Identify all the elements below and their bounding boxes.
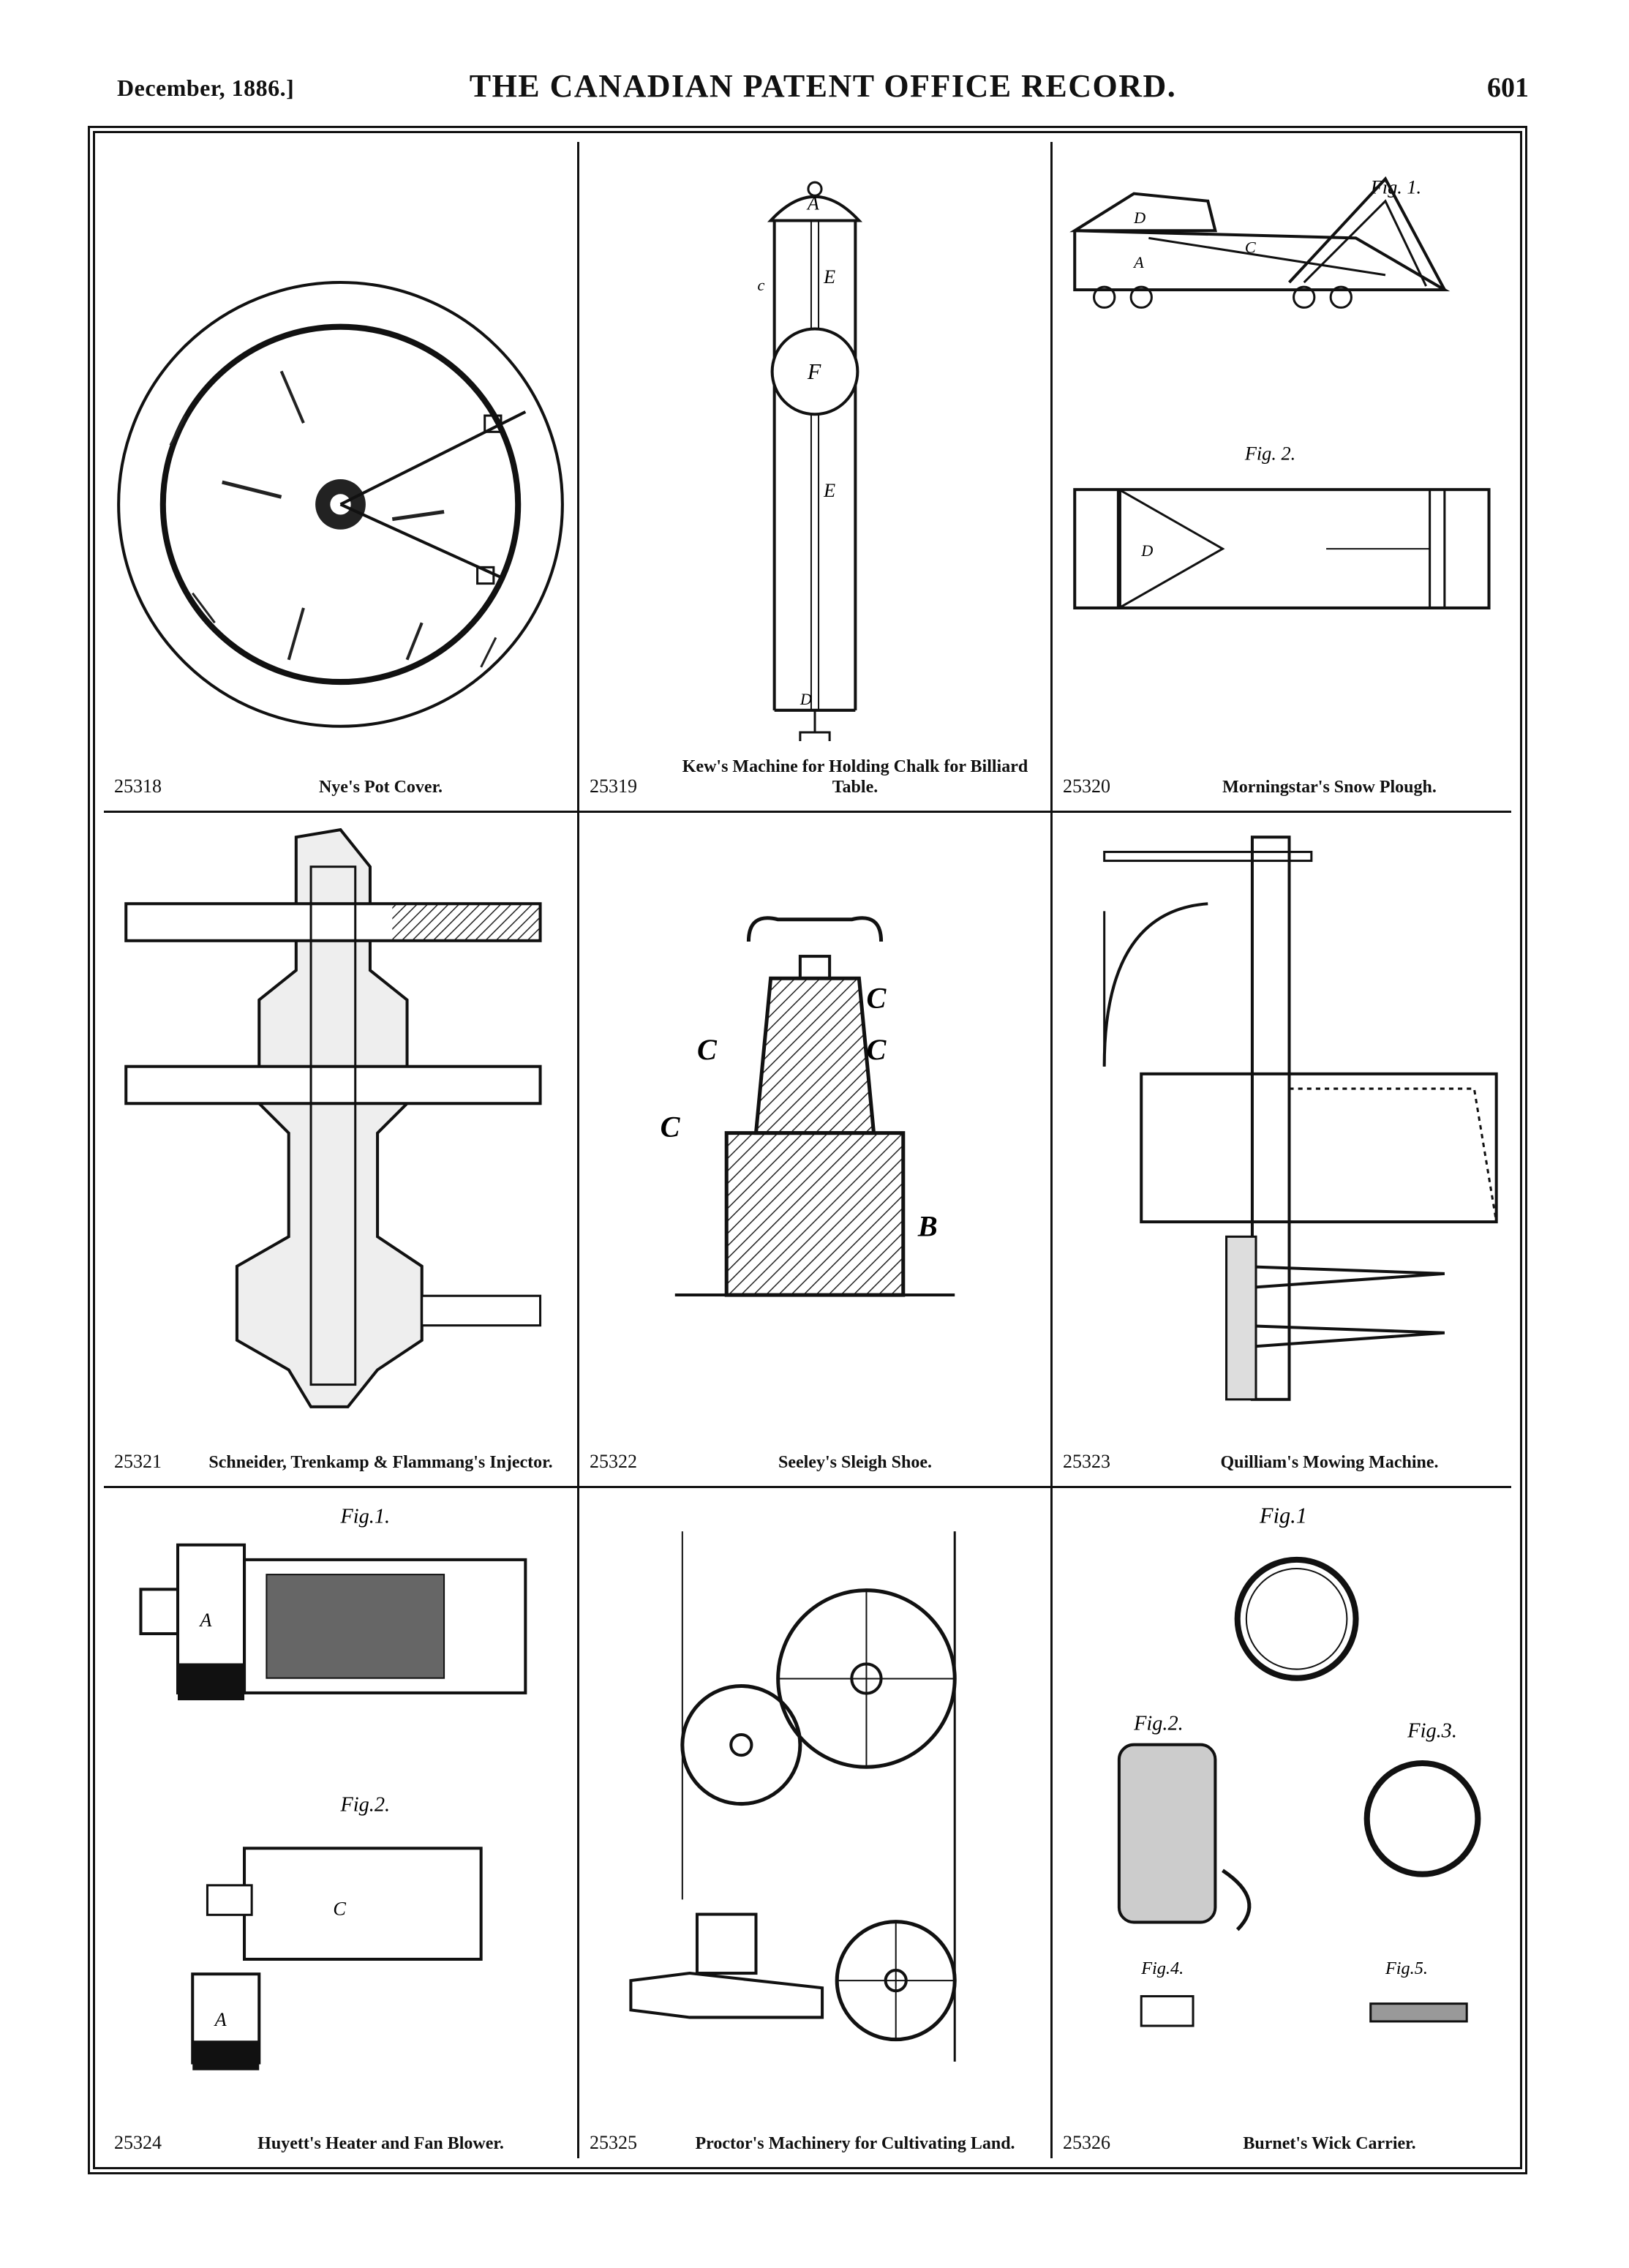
patent-title: Schneider, Trenkamp & Flammang's Injecto…: [208, 1453, 553, 1472]
patent-number: 25322: [590, 1451, 637, 1472]
patent-title: Proctor's Machinery for Cultivating Land…: [695, 2134, 1015, 2153]
patent-number: 25324: [114, 2132, 162, 2153]
publication-title: THE CANADIAN PATENT OFFICE RECORD.: [469, 68, 1177, 104]
label-e-lower: E: [823, 480, 835, 501]
issue-date: December, 1886.]: [117, 75, 295, 101]
pot-cover-drawing: [111, 149, 570, 741]
label-fig5: Fig.5.: [1385, 1959, 1428, 1978]
grid-line-horizontal-1: [104, 811, 1511, 813]
label-fig2: Fig. 2.: [1244, 443, 1295, 465]
label-fig1: Fig.1.: [340, 1505, 391, 1528]
grid-line-vertical-2: [1050, 142, 1053, 2158]
label-b: B: [917, 1210, 938, 1243]
patent-number: 25318: [114, 776, 162, 797]
patent-title: Morningstar's Snow Plough.: [1222, 778, 1437, 797]
label-f: F: [807, 359, 821, 384]
mowing-machine-drawing: [1060, 820, 1519, 1416]
label-a-fig1: A: [198, 1610, 212, 1631]
patent-title: Quilliam's Mowing Machine.: [1220, 1453, 1439, 1472]
patent-number: 25325: [590, 2132, 637, 2153]
sleigh-shoe-drawing: C C C C B: [587, 820, 1043, 1416]
label-c: c: [757, 276, 764, 294]
figures-grid: 25318 Nye's Pot Cover. A F: [104, 142, 1511, 2158]
patent-title: Kew's Machine for Holding Chalk for Bill…: [682, 757, 1028, 797]
heater-blower-drawing: Fig.1. A Fig.2. C A: [111, 1495, 570, 2098]
wick-carrier-drawing: Fig.1 Fig.2. Fig.3. Fig.4. Fig.5.: [1060, 1495, 1519, 2098]
label-a: A: [806, 192, 820, 214]
label-d: D: [800, 690, 812, 708]
grid-line-vertical-1: [577, 142, 579, 2158]
snow-plough-drawing: Fig. 1. D A C Fig. 2.: [1060, 149, 1519, 741]
label-d-lower: D: [1140, 541, 1153, 560]
figure-cell-25319: A F E E c D 25319 Kew's Machine for Hold…: [579, 142, 1050, 811]
patent-number: 25326: [1063, 2132, 1110, 2153]
figure-cell-25325: 25325 Proctor's Machinery for Cultivatin…: [579, 1488, 1050, 2167]
patent-title: Burnet's Wick Carrier.: [1243, 2134, 1416, 2153]
injector-drawing: [111, 820, 570, 1416]
label-fig4: Fig.4.: [1140, 1959, 1184, 1978]
patent-number: 25320: [1063, 776, 1110, 797]
figure-cell-25324: Fig.1. A Fig.2. C A 25324: [104, 1488, 577, 2167]
label-c1-right: C: [866, 1033, 887, 1066]
label-c: C: [333, 1898, 346, 1919]
patent-title: Seeley's Sleigh Shoe.: [778, 1453, 932, 1472]
label-fig2: Fig.2.: [1133, 1712, 1184, 1735]
figures-frame: 25318 Nye's Pot Cover. A F: [88, 126, 1527, 2174]
figure-cell-25318: 25318 Nye's Pot Cover.: [104, 142, 577, 811]
label-c1-left: C: [697, 1033, 718, 1066]
label-c: C: [1245, 239, 1257, 257]
page-header: December, 1886.] THE CANADIAN PATENT OFF…: [117, 67, 1529, 111]
patent-number: 25321: [114, 1451, 162, 1472]
label-e-upper: E: [823, 266, 835, 288]
label-a-fig2: A: [214, 2009, 227, 2030]
label-fig2: Fig.2.: [340, 1794, 391, 1817]
figure-cell-25322: C C C C B 25322 Seeley's Sleigh Shoe.: [579, 813, 1050, 1486]
label-a: A: [1132, 253, 1144, 271]
label-c2: C: [661, 1111, 681, 1144]
label-fig3: Fig.3.: [1407, 1720, 1457, 1743]
patent-number: 25323: [1063, 1451, 1110, 1472]
figure-cell-25323: 25323 Quilliam's Mowing Machine.: [1053, 813, 1526, 1486]
chalk-holder-drawing: A F E E c D: [587, 149, 1043, 763]
page-number: 601: [1487, 72, 1529, 103]
figure-cell-25321: 25321 Schneider, Trenkamp & Flammang's I…: [104, 813, 577, 1486]
figure-cell-25320: Fig. 1. D A C Fig. 2.: [1053, 142, 1526, 811]
cultivating-machinery-drawing: [587, 1495, 1043, 2098]
label-fig1: Fig.1: [1259, 1503, 1307, 1528]
grid-line-horizontal-2: [104, 1486, 1511, 1488]
patent-number: 25319: [590, 776, 637, 797]
label-c: C: [866, 982, 887, 1015]
label-d-upper: D: [1133, 209, 1145, 227]
figure-cell-25326: Fig.1 Fig.2. Fig.3. Fig.4. Fig.5. 25326 …: [1053, 1488, 1526, 2167]
patent-title: Huyett's Heater and Fan Blower.: [257, 2134, 504, 2153]
patent-title: Nye's Pot Cover.: [318, 778, 443, 797]
